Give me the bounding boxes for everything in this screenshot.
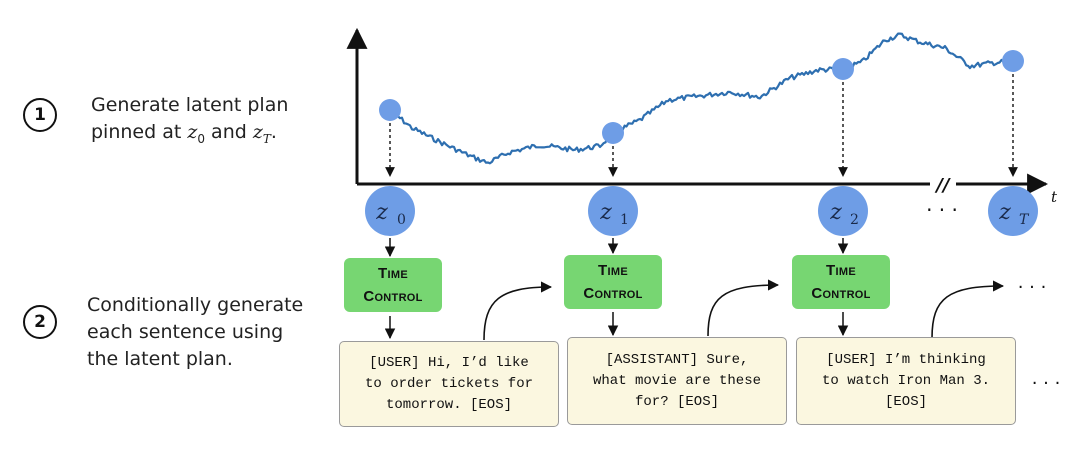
- time-axis-label: t: [1051, 188, 1058, 206]
- step-2-badge: 2: [23, 305, 57, 339]
- feedback-arrow-3: [931, 280, 1005, 339]
- z-end-symbol: z: [252, 121, 263, 143]
- latent-node-z1: z 1: [588, 186, 638, 236]
- step-1-description: Generate latent plan pinned at z0 and zT…: [91, 92, 288, 153]
- svg-text:z: z: [375, 200, 388, 225]
- trailing-ellipsis-top: · · ·: [1018, 277, 1047, 298]
- svg-text:T: T: [1019, 212, 1030, 228]
- z-start-symbol: z: [187, 121, 198, 143]
- axis-break-mark: //: [934, 175, 951, 196]
- path-point-z2: [832, 58, 854, 80]
- path-point-z0: [379, 99, 401, 121]
- feedback-arrow-2: [707, 279, 780, 337]
- sentence-box-3: [USER] I’m thinking to watch Iron Man 3.…: [796, 337, 1016, 425]
- svg-text:2: 2: [850, 212, 859, 228]
- latent-node-zT: z T: [988, 186, 1038, 236]
- step-1-line-2: pinned at z0 and zT.: [91, 121, 277, 146]
- feedback-arrow-1: [483, 281, 553, 341]
- svg-text:z: z: [829, 200, 842, 225]
- sentence-box-1: [USER] Hi, I’d like to order tickets for…: [339, 341, 559, 427]
- path-point-zT: [1002, 50, 1024, 72]
- step-2-line-3: the latent plan.: [87, 348, 233, 370]
- sentence-box-2: [ASSISTANT] Sure, what movie are these f…: [567, 337, 787, 425]
- path-point-z1: [602, 122, 624, 144]
- trailing-ellipsis-bottom: · · ·: [1032, 373, 1061, 394]
- svg-text:z: z: [998, 200, 1011, 225]
- time-control-box-3: Time Control: [792, 255, 890, 309]
- svg-text:z: z: [599, 200, 612, 225]
- step-2-line-1: Conditionally generate: [87, 294, 304, 316]
- svg-text:0: 0: [397, 212, 406, 228]
- latent-node-z0: z 0: [365, 186, 415, 236]
- svg-text:1: 1: [620, 212, 629, 228]
- step-2-number: 2: [34, 312, 46, 332]
- latent-ellipsis: · · ·: [926, 198, 958, 222]
- time-control-box-2: Time Control: [564, 255, 662, 309]
- step-1-number: 1: [34, 105, 46, 125]
- step-2-description: Conditionally generate each sentence usi…: [87, 292, 303, 373]
- step-1-line-1: Generate latent plan: [91, 94, 289, 116]
- latent-brownian-path: [389, 32, 1014, 165]
- step-1-badge: 1: [23, 98, 57, 132]
- step-2-line-2: each sentence using: [87, 321, 284, 343]
- time-control-box-1: Time Control: [344, 258, 442, 312]
- latent-node-z2: z 2: [818, 186, 868, 236]
